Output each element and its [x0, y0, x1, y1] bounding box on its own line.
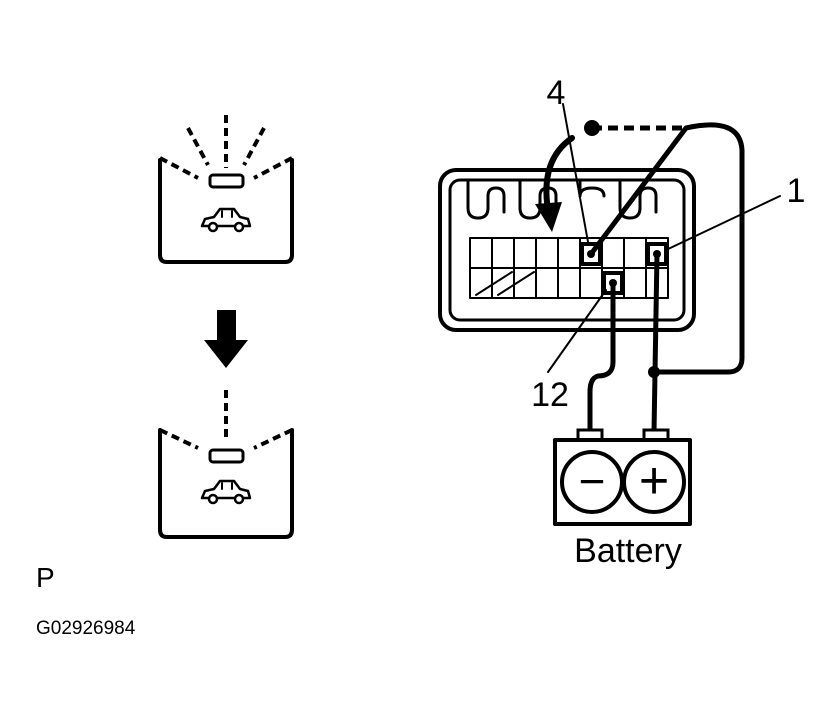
indicator-lamp [208, 448, 245, 464]
car-icon [200, 479, 252, 505]
label-terminal-4: 4 [547, 74, 566, 112]
indicator-panel-after [158, 390, 294, 539]
panel-letter: P [36, 562, 55, 593]
indicator-lamp [208, 173, 245, 189]
negative-terminal-icon: − [579, 455, 606, 507]
negative-lead [587, 280, 616, 435]
indicator-panel-before [158, 115, 294, 264]
positive-terminal-icon: + [639, 452, 669, 510]
light-rays-icon [159, 115, 293, 180]
figure-code: G02926984 [36, 618, 136, 639]
connector [438, 168, 696, 332]
down-arrow-icon [204, 310, 248, 368]
terminal-grid [469, 237, 669, 299]
light-rays-icon [159, 390, 293, 450]
connector-tabs [466, 178, 658, 220]
label-battery: Battery [574, 532, 682, 570]
label-terminal-1: 1 [787, 172, 806, 210]
positive-lead [651, 251, 660, 435]
label-terminal-12: 12 [531, 376, 569, 414]
battery: − + [553, 428, 692, 526]
car-icon [200, 207, 252, 233]
curved-arrow-icon [535, 135, 575, 232]
